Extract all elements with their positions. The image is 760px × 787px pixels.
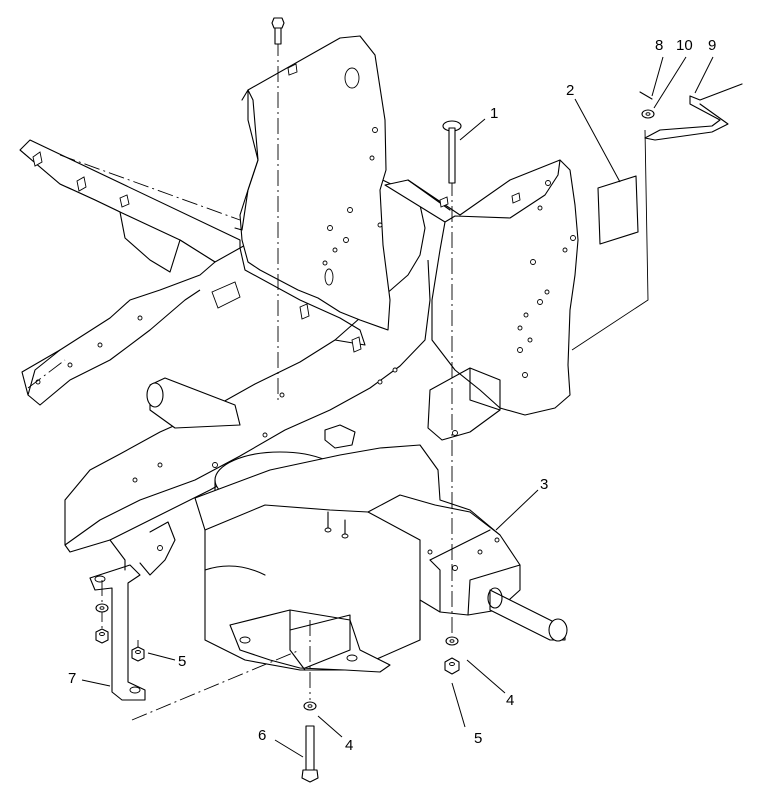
callout-10: 10	[676, 37, 693, 54]
assembly-centerlines	[27, 40, 649, 721]
transaxle-housing	[194, 444, 568, 673]
callout-6: 6	[258, 727, 266, 744]
right-side-plate	[384, 159, 579, 441]
callout-8: 8	[655, 37, 663, 54]
left-side-plate	[234, 35, 391, 331]
frame-rail-left	[19, 139, 241, 406]
callout-7: 7	[68, 670, 76, 687]
callout-labels: 1 2 3 4 4 5 5 6 7 8 10 9	[68, 37, 716, 754]
callout-3: 3	[540, 476, 548, 493]
callout-2: 2	[566, 82, 574, 99]
callout-4-bottom: 4	[345, 737, 353, 754]
callout-5-right: 5	[474, 730, 482, 747]
callout-leaders	[81, 56, 714, 758]
callout-5-left: 5	[178, 653, 186, 670]
callout-4-right: 4	[506, 692, 514, 709]
callout-9: 9	[708, 37, 716, 54]
left-bracket	[89, 521, 176, 701]
hardware	[95, 17, 743, 783]
frame-crossmember	[64, 173, 431, 553]
callout-1: 1	[490, 105, 498, 122]
